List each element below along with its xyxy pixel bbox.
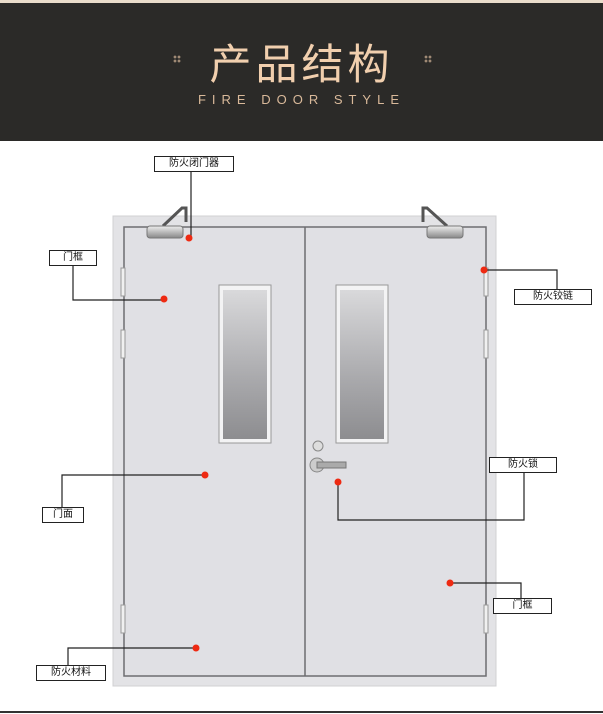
window-right <box>335 284 389 444</box>
window-left <box>218 284 272 444</box>
hinge-icons <box>120 267 489 634</box>
door-handle-icon <box>309 440 347 473</box>
label-hinge: 防火铰链 <box>514 289 592 305</box>
callout-lines <box>61 171 558 665</box>
page-title: 产品结构 <box>209 40 394 89</box>
decor-dots-left <box>173 55 181 63</box>
decor-dots-right <box>424 55 432 63</box>
top-strip <box>0 0 603 3</box>
page-subtitle: FIRE DOOR STYLE <box>197 92 406 107</box>
bottom-divider <box>0 711 603 713</box>
door-closer-left-icon <box>146 206 188 239</box>
callout-markers <box>160 234 488 652</box>
label-lock: 防火锁 <box>489 457 557 473</box>
label-door-closer: 防火闭门器 <box>154 156 234 172</box>
label-door-panel: 门面 <box>42 507 84 523</box>
header-banner: 产品结构 FIRE DOOR STYLE <box>0 3 603 141</box>
label-door-frame-bottom: 门框 <box>493 598 552 614</box>
label-door-frame-top: 门框 <box>49 250 97 266</box>
label-fire-material: 防火材料 <box>36 665 106 681</box>
door-closer-right-icon <box>421 206 464 239</box>
